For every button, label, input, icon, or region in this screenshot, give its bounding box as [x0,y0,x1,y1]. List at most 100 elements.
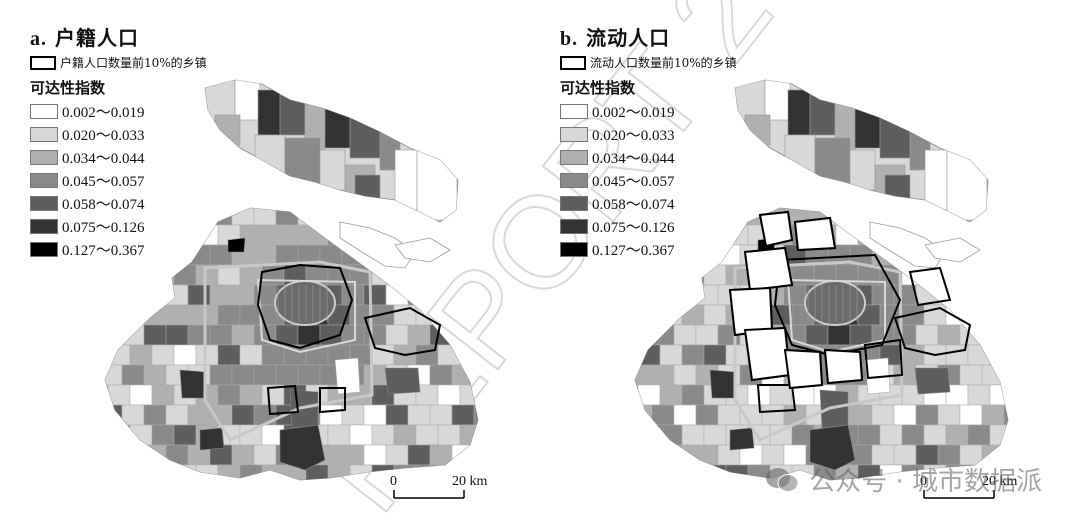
map-region [695,404,719,426]
map-region [717,208,741,226]
map-region [261,464,285,480]
map-region [349,304,373,326]
map-region [319,404,343,426]
map-region [253,364,277,386]
map-region [854,107,881,149]
map-region [879,424,903,446]
map-region [1003,324,1008,346]
map-region [407,284,431,306]
map-region [121,404,145,426]
map-region [459,264,478,286]
map-region [327,424,351,446]
map-region [945,264,969,286]
map-region [297,364,321,386]
map-region [871,404,895,426]
map-region [681,264,705,286]
map-region [319,208,343,226]
map-region [945,424,969,446]
map-region [703,344,727,366]
map-region [283,224,307,246]
legend-title: 可达性指数 [30,79,106,97]
map-region [385,208,409,226]
map-region [915,208,939,226]
map-region [429,284,453,306]
map-region [363,404,387,426]
map-region [451,324,475,346]
map-region [143,284,167,306]
map-region [473,284,478,306]
map-region [437,424,461,446]
map-region [893,208,917,226]
map-region [195,344,219,366]
map-region [1003,284,1008,306]
map-region [637,264,661,286]
map-region [637,304,661,326]
map-region [195,464,219,480]
map-region [165,208,189,226]
map-region [914,367,951,395]
map-region [681,464,705,480]
map-region [107,304,131,326]
top10-town-outline [863,338,904,380]
map-region [924,149,948,211]
scale-end-label: 20 km [452,474,488,489]
map-region [857,424,881,446]
map-region [819,389,849,429]
outer-ring-road [203,260,374,442]
map-region [849,208,873,226]
map-region [429,444,453,466]
map-region [695,208,719,226]
map-region [959,284,983,306]
map-region [673,364,697,386]
map-region [681,344,705,366]
map-region [637,464,661,480]
panel-title: a. 户籍人口 [30,26,139,50]
map-region [199,427,225,451]
map-region [879,117,911,159]
map-region [187,244,211,266]
map-region [473,404,478,426]
map-region [989,384,1008,406]
legend-swatch [560,242,588,257]
map-region [231,404,255,426]
map-region [385,284,409,306]
map-region [129,424,153,446]
map-region [173,344,197,366]
map-region [651,284,675,306]
map-region [473,324,478,346]
map-region [416,149,458,221]
top10-town-outline [266,384,300,416]
map-region [959,364,983,386]
wechat-icon [765,467,799,493]
map-region [451,444,475,466]
map-region [151,384,175,406]
top10-town-outline [319,387,346,414]
map-region [187,404,211,426]
map-region [297,208,321,226]
map-region [659,424,683,446]
legend-item: 0.075～0.126 [30,215,145,238]
top10-town-outline [773,253,902,357]
map-region [1012,225,1034,245]
map-region [814,137,851,184]
legend-item: 0.045～0.057 [560,169,675,192]
legend-title: 可达性指数 [560,79,636,97]
map-region [635,284,653,306]
map-region [967,344,991,366]
map-region [393,424,417,446]
map-region [709,369,736,399]
map-region [143,208,167,226]
map-region [901,424,925,446]
map-region [231,284,255,306]
map-region [173,424,197,446]
middle-ring-road [786,278,886,354]
map-region [187,208,211,226]
map-region [673,208,697,226]
map-region [725,344,749,366]
map-region [849,149,876,191]
map-region [165,284,189,306]
map-region [739,208,763,226]
top10-town-outline [743,326,792,382]
legend-item: 0.075～0.126 [560,215,675,238]
legend-item: 0.127～0.367 [560,238,675,261]
